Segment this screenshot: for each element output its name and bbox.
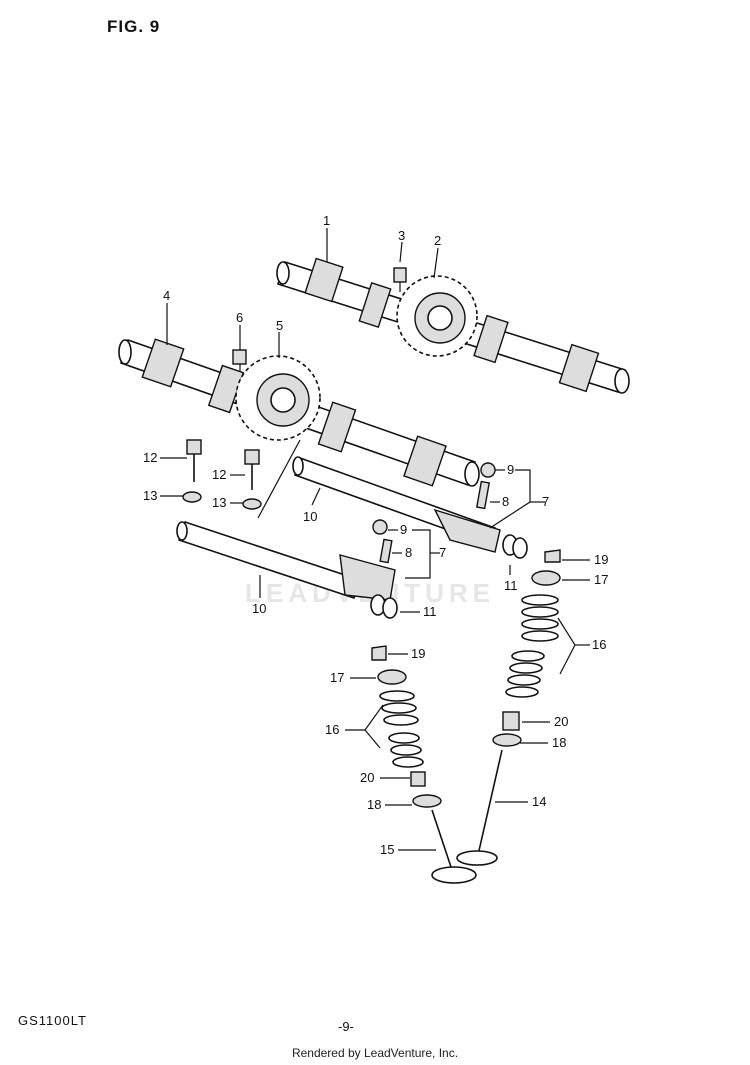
callout-2: 2 — [434, 233, 441, 248]
shim-lower — [370, 594, 398, 619]
adjuster-screw-upper — [475, 480, 491, 510]
callout-19-right: 19 — [594, 552, 608, 567]
callout-16-right: 16 — [592, 637, 606, 652]
lock-nut-upper — [480, 462, 496, 478]
page-number: -9- — [338, 1019, 354, 1034]
sprocket-bolt-upper — [393, 267, 407, 292]
callout-13-left: 13 — [143, 488, 157, 503]
callout-20-right: 20 — [554, 714, 568, 729]
callout-7-upper: 7 — [542, 494, 549, 509]
callout-5: 5 — [276, 318, 283, 333]
bolt-left — [186, 439, 202, 482]
callout-12-left: 12 — [143, 450, 157, 465]
retainer-right — [531, 570, 561, 586]
valve-left — [431, 809, 477, 884]
sprocket-bolt-lower — [232, 349, 247, 372]
callout-14: 14 — [532, 794, 546, 809]
valve-right — [456, 749, 503, 866]
bolt-right — [244, 449, 260, 490]
callout-11-upper: 11 — [504, 578, 518, 593]
rocker-arm-upper — [433, 508, 501, 553]
callout-11-lower: 11 — [423, 604, 437, 619]
callout-1: 1 — [323, 213, 330, 228]
retainer-left — [377, 669, 407, 685]
cotter-right — [544, 549, 561, 563]
spring-left-inner — [388, 732, 424, 768]
callout-8-lower: 8 — [405, 545, 412, 560]
callout-8-upper: 8 — [502, 494, 509, 509]
stem-seal-left — [410, 771, 426, 787]
callout-17-right: 17 — [594, 572, 608, 587]
spring-seat-right — [492, 733, 522, 747]
callout-9-lower: 9 — [400, 522, 407, 537]
callout-7-lower: 7 — [439, 545, 446, 560]
cotter-left — [371, 645, 387, 661]
washer-left — [182, 491, 202, 503]
figure-title: FIG. 9 — [107, 17, 161, 36]
callout-19-left: 19 — [411, 646, 425, 661]
callout-6: 6 — [236, 310, 243, 325]
callout-15: 15 — [380, 842, 394, 857]
callout-18-left: 18 — [367, 797, 381, 812]
spring-right-inner — [505, 650, 545, 698]
callout-16-left: 16 — [325, 722, 339, 737]
spring-right-outer — [521, 594, 559, 642]
callout-4: 4 — [163, 288, 170, 303]
render-credit: Rendered by LeadVenture, Inc. — [291, 1046, 459, 1060]
leader-lines — [160, 228, 590, 851]
callout-9-upper: 9 — [507, 462, 514, 477]
callout-13-right: 13 — [212, 495, 226, 510]
callout-12-right: 12 — [212, 467, 226, 482]
leader-bracket — [257, 439, 301, 519]
spring-seat-left — [412, 794, 442, 808]
cam-sprocket-upper — [396, 275, 478, 357]
shim-upper — [502, 534, 528, 559]
callout-3: 3 — [398, 228, 405, 243]
washer-right — [242, 498, 262, 510]
cam-sprocket-lower — [235, 355, 321, 441]
spring-left-outer — [379, 690, 419, 726]
callout-18-right: 18 — [552, 735, 566, 750]
callout-20-left: 20 — [360, 770, 374, 785]
stem-seal-right — [502, 711, 520, 731]
lock-nut-lower — [372, 519, 388, 535]
rocker-shaft-lower — [176, 520, 362, 600]
callout-10-upper: 10 — [303, 509, 317, 524]
callout-17-left: 17 — [330, 670, 344, 685]
adjuster-screw-lower — [379, 538, 393, 564]
callout-10-lower: 10 — [252, 601, 266, 616]
model-code: GS1100LT — [18, 1013, 87, 1028]
